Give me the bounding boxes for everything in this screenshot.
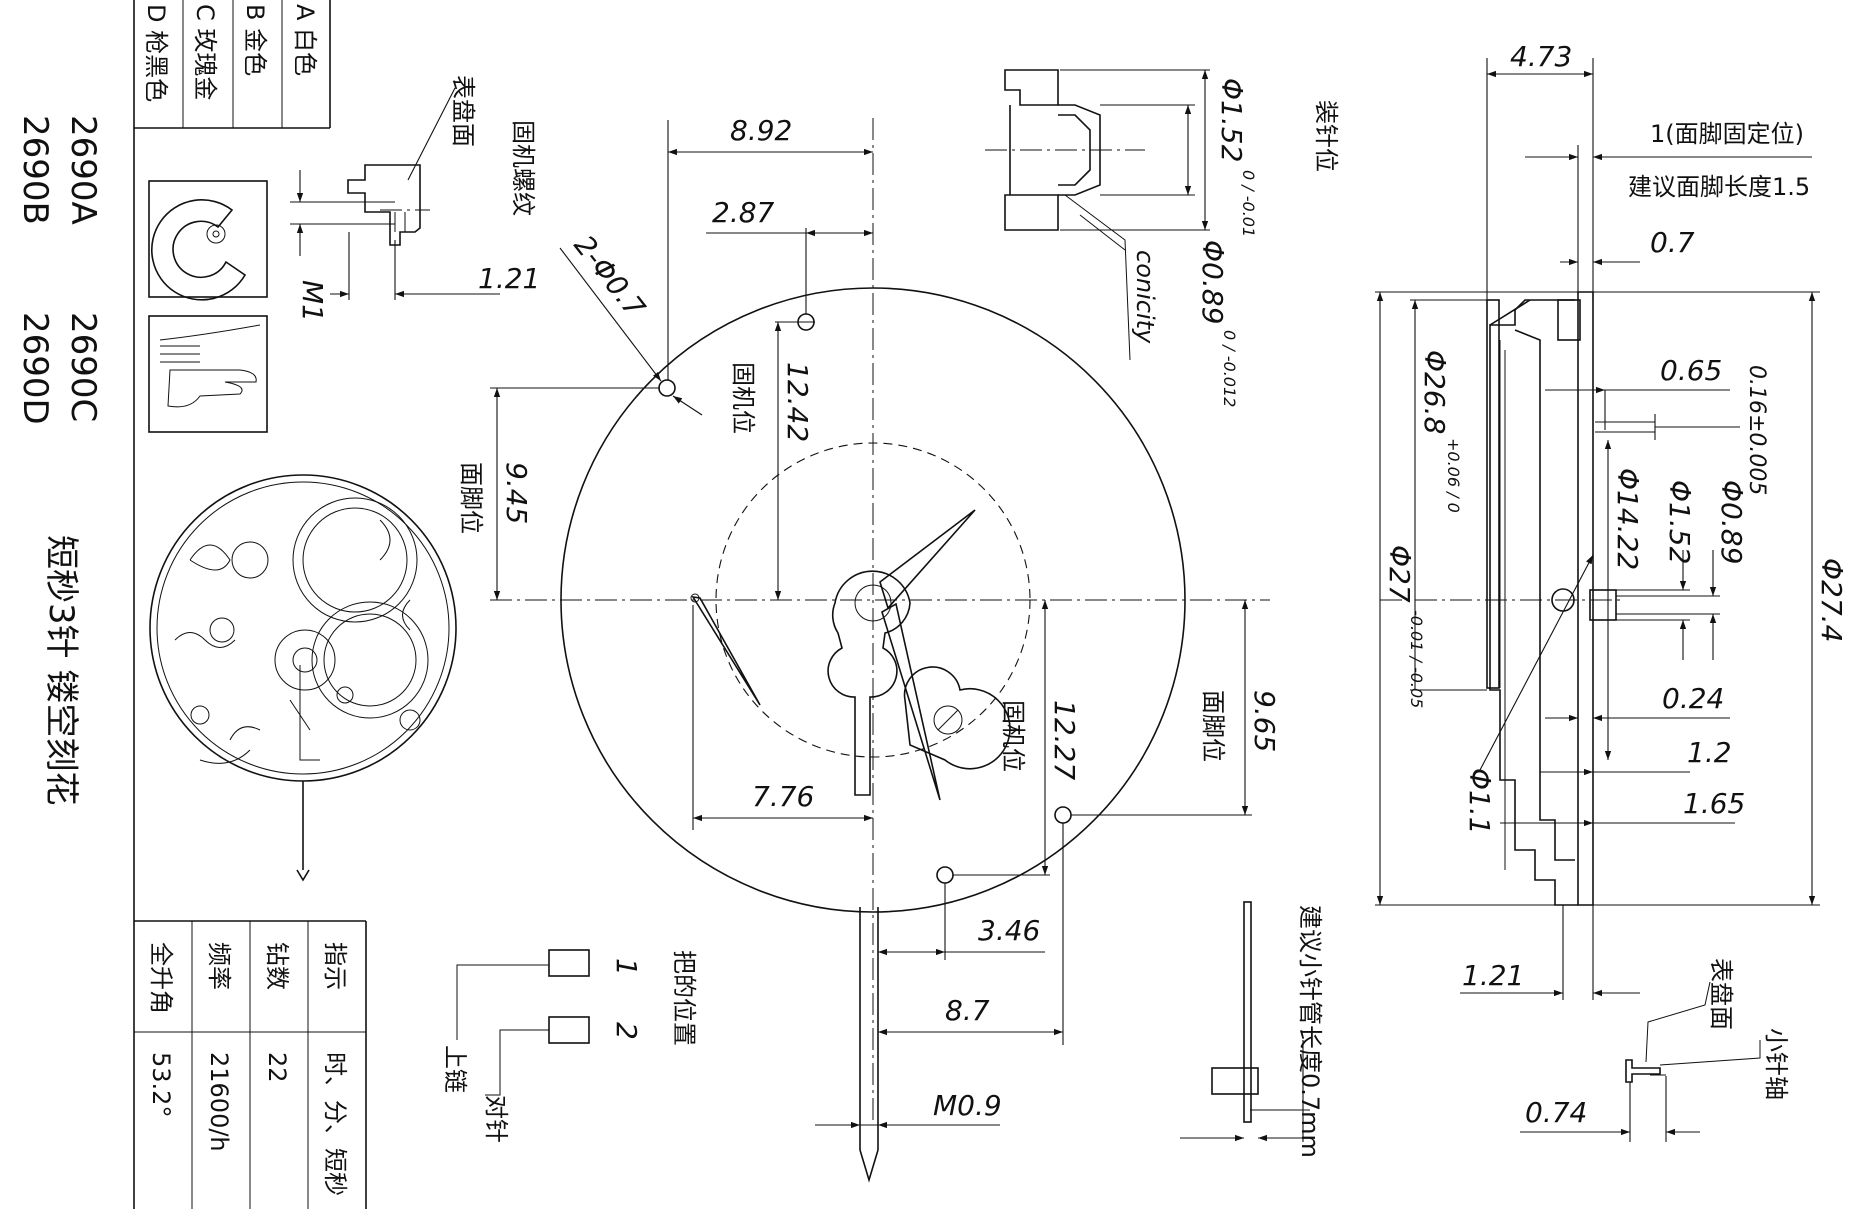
dim-12-42: 12.42 (781, 362, 814, 442)
conicity-label: conicity (1131, 250, 1159, 344)
dial-thread-detail (290, 87, 500, 300)
winding-stem (859, 907, 879, 1183)
small-seconds-tube-detail (1180, 901, 1310, 1142)
label-dial-foot-right: 面脚位 (1199, 690, 1227, 762)
spec-value-frequency: 21600/h (205, 1052, 233, 1152)
note-small-tube-length: 建议小针管长度0.7mm (1296, 905, 1324, 1158)
crown-positions-diagram (456, 949, 590, 1096)
dim-3-46: 3.46 (978, 914, 1040, 947)
dim-1-21-top: 1.21 (478, 262, 540, 295)
seconds-hand (691, 595, 761, 706)
dim-2-phi-0-7: 2-Φ0.7 (567, 229, 651, 324)
dim-8-92: 8.92 (730, 114, 792, 147)
tol-phi-27: -0.01 / -0.05 (1407, 610, 1426, 708)
hand-seat-detail (985, 69, 1210, 361)
dial-foot-hole-right (1054, 806, 1072, 824)
dial-foot-hole-left (658, 379, 676, 397)
dim-0-24: 0.24 (1662, 682, 1724, 715)
dim-0-65: 0.65 (1660, 354, 1722, 387)
dim-0-16: 0.16±0.005 (1744, 365, 1769, 495)
tol-phi-0-89-seat: 0 / -0.012 (1220, 330, 1239, 407)
dim-m1: M1 (296, 280, 329, 322)
spec-value-jewels: 22 (263, 1052, 291, 1083)
hour-hand (879, 509, 976, 610)
label-case-pos-bottom: 固机位 (999, 700, 1027, 772)
center-bridge (827, 570, 911, 796)
spec-table (134, 920, 367, 1209)
spec-value-lift-angle: 53.2° (147, 1052, 175, 1117)
dim-1-65: 1.65 (1683, 787, 1745, 820)
dim-4-73: 4.73 (1510, 40, 1572, 73)
dim-1-21-bottom: 1.21 (1462, 959, 1524, 992)
hand-seat-label: 装针位 (1312, 100, 1340, 172)
spec-label-jewels: 钻数 (263, 942, 291, 990)
model-2690c: 2690C (63, 312, 103, 422)
small-axle-detail (1520, 981, 1761, 1142)
dim-phi-27-4: Φ27.4 (1815, 558, 1848, 642)
skeleton-movement-illustration (149, 474, 457, 882)
tol-phi-26-8: +0.06 / 0 (1444, 438, 1463, 513)
label-dial-foot-left: 面脚位 (457, 462, 485, 534)
spec-value-indication: 时、分、短秒 (321, 1052, 349, 1196)
dim-8-7: 8.7 (945, 994, 990, 1027)
dim-phi-0-89: Φ0.89 (1715, 480, 1748, 564)
minute-hand (881, 602, 941, 801)
movement-front-view (490, 118, 1270, 1183)
crown-winding-label: 上链 (441, 1045, 469, 1093)
movement-description: 短秒3针 镂空刻花 (41, 535, 81, 805)
variant-c: C 玫瑰金 (191, 4, 219, 100)
dim-2-87: 2.87 (712, 196, 775, 229)
hand-setting-symbol-box (148, 315, 268, 433)
crown-setting-label: 对针 (482, 1095, 510, 1143)
dim-12-27: 12.27 (1048, 700, 1081, 780)
spec-label-frequency: 频率 (205, 942, 233, 990)
screw-lug (903, 666, 1011, 770)
dim-phi-1-1: Φ1.1 (1463, 768, 1496, 835)
model-2690a: 2690A (63, 115, 103, 225)
note-dial-foot-fixed: 1(面脚固定位) (1650, 120, 1804, 148)
dim-phi-1-52: Φ1.52 (1663, 480, 1696, 564)
title-block: A 白色 B 金色 C 玫瑰金 D 枪黑色 2690A 2690B 2690C … (15, 0, 367, 1209)
dim-phi-14-22: Φ14.22 (1611, 468, 1644, 570)
label-case-pos-top: 固机位 (729, 362, 757, 434)
crown-pos-1: 1 (610, 958, 643, 976)
tol-phi-1-52-seat: 0 / -0.01 (1239, 170, 1258, 237)
model-2690d: 2690D (15, 312, 55, 425)
movement-side-view (1375, 58, 1820, 1000)
variant-b: B 金色 (241, 4, 269, 76)
variant-d: D 枪黑色 (142, 4, 170, 102)
label-dial-face-top: 表盘面 (449, 75, 477, 147)
label-case-thread: 固机螺纹 (509, 120, 537, 216)
model-2690b: 2690B (15, 115, 55, 225)
label-small-axle: 小针轴 (1762, 1028, 1790, 1100)
dim-1-2: 1.2 (1687, 736, 1732, 769)
dim-0-74: 0.74 (1525, 1096, 1587, 1129)
dim-9-45: 9.45 (500, 462, 533, 524)
dim-0-7: 0.7 (1650, 226, 1695, 259)
dim-7-76: 7.76 (752, 780, 814, 813)
note-dial-foot-length: 建议面脚长度1.5 (1628, 173, 1810, 201)
case-pos-hole-bottom (936, 866, 954, 884)
label-dial-face-bottom: 表盘面 (1707, 958, 1735, 1030)
dim-phi-1-52-seat: Φ1.52 (1215, 78, 1248, 162)
crown-pos-2: 2 (610, 1022, 643, 1040)
dim-9-65: 9.65 (1248, 690, 1281, 752)
spec-label-indication: 指示 (321, 942, 349, 990)
dim-m0-9: M0.9 (933, 1089, 1002, 1122)
dial-symbol-box (148, 180, 268, 301)
dim-phi-27: Φ27 (1383, 545, 1416, 603)
variant-a: A 白色 (291, 4, 319, 76)
dim-phi-0-89-seat: Φ0.89 (1196, 240, 1229, 324)
spec-label-lift-angle: 全升角 (147, 942, 175, 1014)
crown-positions-title: 把的位置 (670, 950, 698, 1046)
dim-phi-26-8: Φ26.8 (1418, 350, 1451, 434)
